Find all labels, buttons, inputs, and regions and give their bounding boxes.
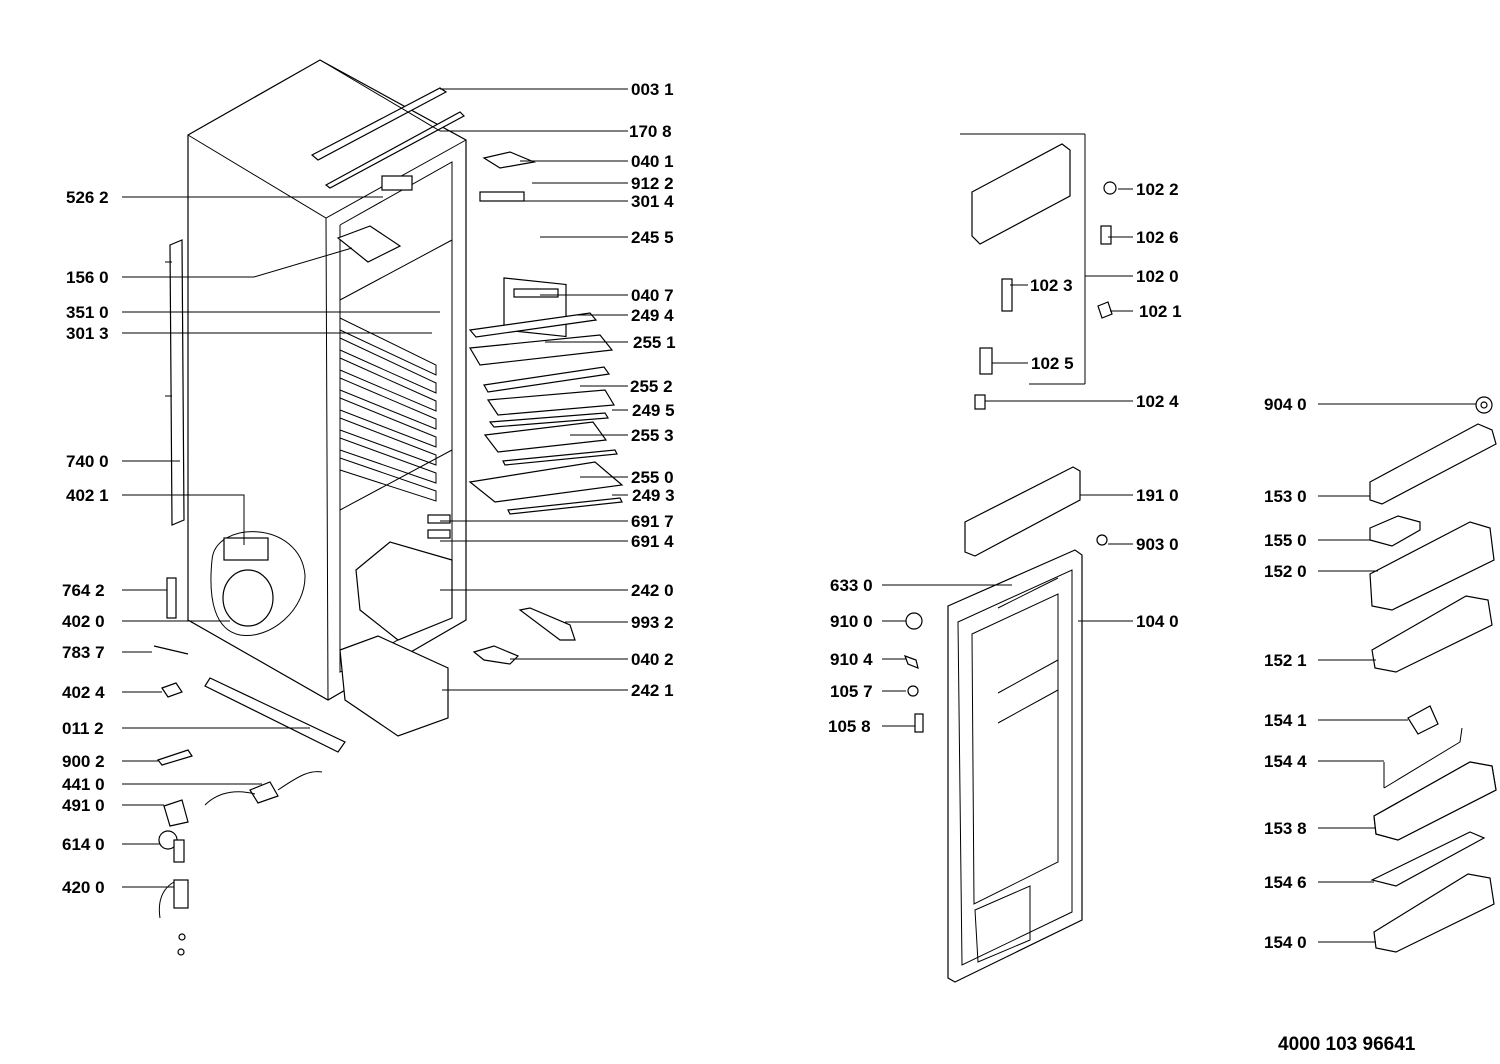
callout-255-1: 255 1	[633, 333, 676, 352]
callout-102-3: 102 3	[1030, 276, 1073, 295]
callout-910-0: 910 0	[830, 612, 873, 631]
callout-153-8: 153 8	[1264, 819, 1307, 838]
callout-255-0: 255 0	[631, 468, 674, 487]
callout-783-7: 783 7	[62, 643, 105, 662]
callout-242-0: 242 0	[631, 581, 674, 600]
callout-402-4: 402 4	[62, 683, 105, 702]
callout-441-0: 441 0	[62, 775, 105, 794]
cabinet-shelf-rails	[339, 317, 437, 502]
callout-255-2: 255 2	[630, 377, 673, 396]
callout-526-2: 526 2	[66, 188, 109, 207]
callout-105-7: 105 7	[830, 682, 873, 701]
callout-labels-left: 526 2 156 0 351 0 301 3 740 0 402 1 764 …	[62, 188, 109, 897]
callout-labels-middle: 003 1 170 8 040 1 912 2 301 4 245 5 040 …	[629, 80, 676, 700]
callout-740-0: 740 0	[66, 452, 109, 471]
refrigerator-cabinet	[165, 59, 467, 753]
callout-764-2: 764 2	[62, 581, 105, 600]
door-frame-and-door	[903, 466, 1108, 983]
callout-301-4: 301 4	[631, 192, 674, 211]
callout-102-0: 102 0	[1136, 267, 1179, 286]
callout-labels-right: 904 0 153 0 155 0 152 0 152 1 154 1 154 …	[1264, 395, 1307, 952]
callout-904-0: 904 0	[1264, 395, 1307, 414]
callout-154-4: 154 4	[1264, 752, 1307, 771]
callout-102-6: 102 6	[1136, 228, 1179, 247]
callout-249-5: 249 5	[632, 401, 675, 420]
callout-900-2: 900 2	[62, 752, 105, 771]
callout-102-5: 102 5	[1031, 354, 1074, 373]
callout-102-1: 102 1	[1139, 302, 1182, 321]
callout-402-1: 402 1	[66, 486, 109, 505]
callout-154-0: 154 0	[1264, 933, 1307, 952]
callout-633-0: 633 0	[830, 576, 873, 595]
callout-102-2: 102 2	[1136, 180, 1179, 199]
callout-154-6: 154 6	[1264, 873, 1307, 892]
callout-040-7: 040 7	[631, 286, 674, 305]
small-parts-left	[153, 645, 323, 956]
callout-249-4: 249 4	[631, 306, 674, 325]
callout-245-5: 245 5	[631, 228, 674, 247]
freezer-door-flap	[960, 133, 1117, 410]
callout-903-0: 903 0	[1136, 535, 1179, 554]
callout-691-7: 691 7	[631, 512, 674, 531]
callout-011-2: 011 2	[62, 719, 104, 738]
callout-993-2: 993 2	[631, 613, 674, 632]
callout-691-4: 691 4	[631, 532, 674, 551]
callout-910-4: 910 4	[830, 650, 873, 669]
document-number: 4000 103 96641	[1278, 1034, 1416, 1055]
callout-170-8: 170 8	[629, 122, 672, 141]
callout-491-0: 491 0	[62, 796, 105, 815]
callout-labels-door: 102 2 102 6 102 3 102 0 102 1 102 5 102 …	[828, 180, 1182, 736]
callout-040-2: 040 2	[631, 650, 674, 669]
callout-152-0: 152 0	[1264, 562, 1307, 581]
callout-155-0: 155 0	[1264, 531, 1307, 550]
callout-104-0: 104 0	[1136, 612, 1179, 631]
callout-102-4: 102 4	[1136, 392, 1179, 411]
callout-351-0: 351 0	[66, 303, 109, 322]
callout-040-1: 040 1	[631, 152, 674, 171]
callout-105-8: 105 8	[828, 717, 871, 736]
callout-152-1: 152 1	[1264, 651, 1307, 670]
callout-614-0: 614 0	[62, 835, 105, 854]
callout-156-0: 156 0	[66, 268, 109, 287]
door-bins	[1369, 396, 1497, 953]
callout-153-0: 153 0	[1264, 487, 1307, 506]
callout-301-3: 301 3	[66, 324, 109, 343]
leader-lines	[122, 59, 1476, 943]
callout-003-1: 003 1	[631, 80, 674, 99]
callout-154-1: 154 1	[1264, 711, 1307, 730]
shelves-and-drawers	[339, 151, 624, 737]
callout-912-2: 912 2	[631, 174, 674, 193]
callout-255-3: 255 3	[631, 426, 674, 445]
callout-249-3: 249 3	[632, 486, 675, 505]
callout-242-1: 242 1	[631, 681, 674, 700]
callout-420-0: 420 0	[62, 878, 105, 897]
callout-191-0: 191 0	[1136, 486, 1179, 505]
callout-402-0: 402 0	[62, 612, 105, 631]
